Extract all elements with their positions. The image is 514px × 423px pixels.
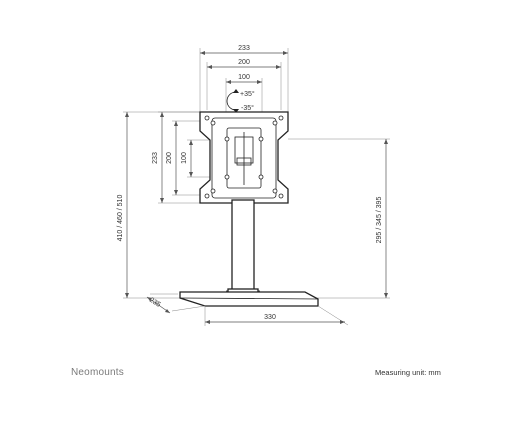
base-width-dimension: 330 bbox=[204, 305, 349, 326]
label-base-depth: 235 bbox=[148, 297, 162, 309]
tilt-indicator: +35° -35° bbox=[226, 89, 255, 113]
brand-logo-text: Neomounts bbox=[71, 367, 124, 378]
label-height-233: 233 bbox=[152, 152, 159, 164]
label-width-200: 200 bbox=[238, 59, 250, 66]
label-mount-height: 295 / 345 / 395 bbox=[376, 197, 383, 244]
label-height-100: 100 bbox=[181, 152, 188, 164]
label-width-100: 100 bbox=[238, 74, 250, 81]
column-body bbox=[231, 199, 255, 292]
width-dimensions: 233 200 100 bbox=[199, 45, 289, 126]
stand-base bbox=[179, 291, 319, 307]
label-base-width: 330 bbox=[264, 314, 276, 321]
stand-column bbox=[226, 199, 260, 296]
vesa-plate bbox=[199, 111, 289, 204]
total-height-dimension: 410 / 460 / 510 bbox=[117, 111, 200, 299]
mount-height-dimension: 295 / 345 / 395 bbox=[288, 138, 390, 299]
tilt-arc-icon bbox=[226, 91, 237, 111]
label-height-200: 200 bbox=[166, 152, 173, 164]
label-tilt-down: -35° bbox=[241, 104, 254, 112]
label-width-233: 233 bbox=[238, 45, 250, 52]
measuring-unit-label: Measuring unit: mm bbox=[375, 368, 441, 377]
label-tilt-up: +35° bbox=[240, 90, 255, 98]
label-total-height: 410 / 460 / 510 bbox=[117, 195, 124, 242]
